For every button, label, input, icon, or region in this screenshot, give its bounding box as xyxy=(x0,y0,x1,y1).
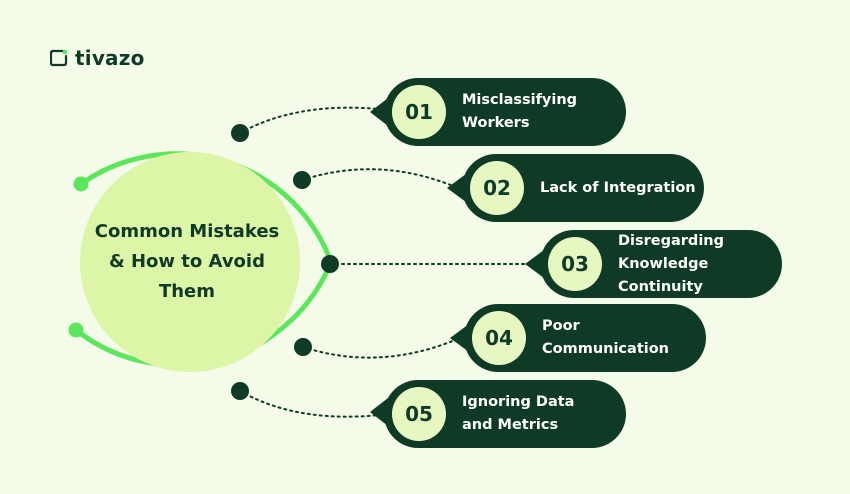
ring-dot-05 xyxy=(231,382,249,400)
step-03-label: Disregarding Knowledge Continuity xyxy=(618,232,724,295)
step-05-number: 05 xyxy=(392,387,446,441)
step-04-label: Poor Communication xyxy=(542,318,670,357)
step-03-number: 03 xyxy=(548,237,602,291)
step-04-number: 04 xyxy=(472,311,526,365)
center-title: Common Mistakes & How to Avoid Them xyxy=(94,221,280,302)
center-circle xyxy=(80,152,300,372)
brand-logo: tivazo xyxy=(50,47,145,69)
step-02-label: Lack of Integration xyxy=(540,179,696,196)
connector-04 xyxy=(302,337,461,359)
step-02: 02 Lack of Integration xyxy=(462,154,704,222)
ring-dot-03 xyxy=(321,255,339,273)
pill-pointer-03 xyxy=(525,250,544,278)
tivazo-logo-icon xyxy=(50,49,68,67)
step-01-label: Misclassifying Workers xyxy=(462,92,578,131)
step-04: 04 Poor Communication xyxy=(464,304,706,372)
connector-02 xyxy=(301,168,459,189)
step-01: 01 Misclassifying Workers xyxy=(384,78,626,146)
step-02-number: 02 xyxy=(470,161,524,215)
step-03: 03 Disregarding Knowledge Continuity xyxy=(540,230,782,298)
ring-dot-01 xyxy=(231,124,249,142)
ring-dot-02 xyxy=(293,171,311,189)
pill-pointer-05 xyxy=(370,398,388,426)
ring-dot-04 xyxy=(294,338,312,356)
pill-pointer-02 xyxy=(447,174,466,202)
connector-05 xyxy=(239,390,389,418)
brand-name: tivazo xyxy=(75,46,145,70)
arc-end-dot-upper xyxy=(73,176,89,192)
connector-01 xyxy=(239,106,389,134)
step-05: 05 Ignoring Data and Metrics xyxy=(384,380,626,448)
step-05-label: Ignoring Data and Metrics xyxy=(462,394,575,433)
pill-pointer-01 xyxy=(370,98,388,126)
step-01-number: 01 xyxy=(392,85,446,139)
arc-end-dot-lower xyxy=(68,322,84,338)
